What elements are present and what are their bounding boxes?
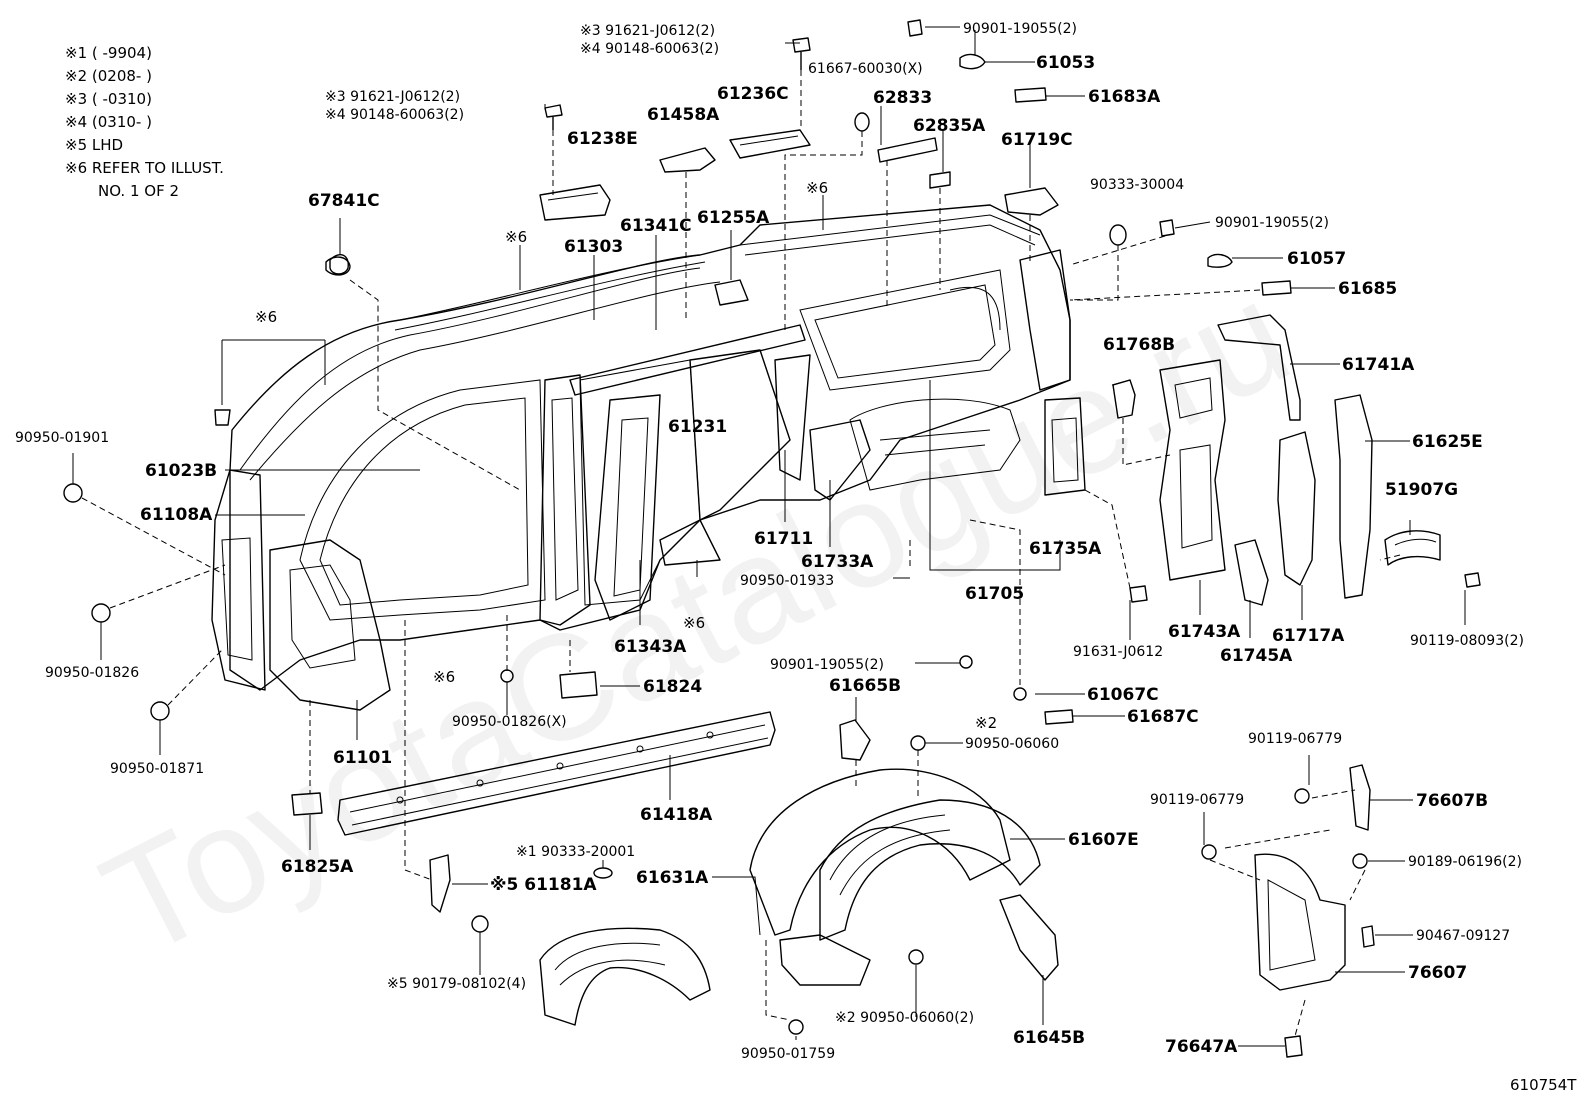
callout: 76607B bbox=[1416, 791, 1488, 811]
callout: 90901-19055(2) bbox=[770, 657, 884, 673]
callout: 61418A bbox=[640, 805, 713, 825]
callout: 90950-01759 bbox=[741, 1046, 835, 1062]
callout: 61108A bbox=[140, 505, 213, 525]
legend-line-5: ※5 LHD bbox=[65, 136, 123, 154]
callout: 61607E bbox=[1068, 830, 1139, 850]
callout: 90189-06196(2) bbox=[1408, 854, 1522, 870]
callout: 61341C bbox=[620, 216, 692, 236]
callout: ※6 bbox=[433, 668, 455, 686]
callout: 91631-J0612 bbox=[1073, 644, 1163, 660]
upper-small-parts bbox=[325, 19, 1292, 296]
legend-line-1: ※1 ( -9904) bbox=[65, 44, 152, 62]
callout: ※4 90148-60063(2) bbox=[325, 107, 464, 123]
callout: 61625E bbox=[1412, 432, 1483, 452]
callout: 61101 bbox=[333, 748, 392, 768]
callout: 61733A bbox=[801, 552, 874, 572]
callout: ※3 91621-J0612(2) bbox=[580, 23, 715, 39]
callout: ※5 90179-08102(4) bbox=[387, 976, 526, 992]
callout: 90950-01901 bbox=[15, 430, 109, 446]
callout: 90901-19055(2) bbox=[963, 21, 1077, 37]
callout: 61683A bbox=[1088, 87, 1161, 107]
legend-line-3: ※3 ( -0310) bbox=[65, 90, 152, 108]
callout: ※6 bbox=[806, 179, 828, 197]
callout: 61717A bbox=[1272, 626, 1345, 646]
callout: ※6 bbox=[683, 614, 705, 632]
callout: 61743A bbox=[1168, 622, 1241, 642]
callout: 62833 bbox=[873, 88, 932, 108]
callout: 90950-06060 bbox=[965, 736, 1059, 752]
callout: 61255A bbox=[697, 208, 770, 228]
legend-line-6: ※6 REFER TO ILLUST. bbox=[65, 159, 224, 177]
callout: 61768B bbox=[1103, 335, 1175, 355]
callout: 61719C bbox=[1001, 130, 1073, 150]
callout: 90950-01826 bbox=[45, 665, 139, 681]
right-side-parts bbox=[1112, 314, 1481, 606]
callout: 90467-09127 bbox=[1416, 928, 1510, 944]
legend-line-7: NO. 1 OF 2 bbox=[98, 182, 179, 200]
callout: 61231 bbox=[668, 417, 727, 437]
callout: 61631A bbox=[636, 868, 709, 888]
callout: 90119-08093(2) bbox=[1410, 633, 1524, 649]
callout: 51907G bbox=[1385, 480, 1458, 500]
callout: 61057 bbox=[1287, 249, 1346, 269]
callout: 61458A bbox=[647, 105, 720, 125]
callout: 61711 bbox=[754, 529, 813, 549]
callout: 61236C bbox=[717, 84, 789, 104]
callout: 61687C bbox=[1127, 707, 1199, 727]
callout: 90950-01826(X) bbox=[452, 714, 567, 730]
callout: 61645B bbox=[1013, 1028, 1085, 1048]
callout: 61735A bbox=[1029, 539, 1102, 559]
callout: ※3 91621-J0612(2) bbox=[325, 89, 460, 105]
callout: 76647A bbox=[1165, 1037, 1238, 1057]
callout: 90901-19055(2) bbox=[1215, 215, 1329, 231]
callout: 90950-01871 bbox=[110, 761, 204, 777]
legend: ※1 ( -9904) ※2 (0208- ) ※3 ( -0310) ※4 (… bbox=[65, 44, 224, 200]
legend-line-4: ※4 (0310- ) bbox=[65, 113, 152, 131]
callout: 61067C bbox=[1087, 685, 1159, 705]
legend-line-2: ※2 (0208- ) bbox=[65, 67, 152, 85]
callout: 61824 bbox=[643, 677, 702, 697]
callout: 61303 bbox=[564, 237, 623, 257]
callout: 61705 bbox=[965, 584, 1024, 604]
callout: ※4 90148-60063(2) bbox=[580, 41, 719, 57]
callout: ※6 bbox=[505, 228, 527, 246]
callout: ※2 90950-06060(2) bbox=[835, 1010, 974, 1026]
callout: 61238E bbox=[567, 129, 638, 149]
callout: 61023B bbox=[145, 461, 217, 481]
callout: 90119-06779 bbox=[1248, 731, 1342, 747]
callout: 90950-01933 bbox=[740, 573, 834, 589]
leader-lines bbox=[72, 26, 1466, 1047]
callout: 61685 bbox=[1338, 279, 1397, 299]
callout: ※1 90333-20001 bbox=[516, 844, 635, 860]
callout: ※5 61181A bbox=[490, 875, 597, 895]
callout: 67841C bbox=[308, 191, 380, 211]
side-panel-illustration bbox=[211, 204, 1086, 711]
callout: 61665B bbox=[829, 676, 901, 696]
callout: ※2 bbox=[975, 714, 997, 732]
callout: 76607 bbox=[1408, 963, 1467, 983]
callout: 61741A bbox=[1342, 355, 1415, 375]
callout: 61667-60030(X) bbox=[808, 61, 923, 77]
callout: 90119-06779 bbox=[1150, 792, 1244, 808]
callout: 61053 bbox=[1036, 53, 1095, 73]
lower-parts bbox=[63, 483, 1375, 1058]
callout: ※6 bbox=[255, 308, 277, 326]
callout: 61343A bbox=[614, 637, 687, 657]
callout: 61825A bbox=[281, 857, 354, 877]
callout: 62835A bbox=[913, 116, 986, 136]
part-callouts: ※3 91621-J0612(2) ※4 90148-60063(2) ※3 9… bbox=[15, 21, 1524, 1062]
callout: 90333-30004 bbox=[1090, 177, 1184, 193]
diagram-code: 610754T bbox=[1510, 1076, 1577, 1094]
callout: 61745A bbox=[1220, 646, 1293, 666]
